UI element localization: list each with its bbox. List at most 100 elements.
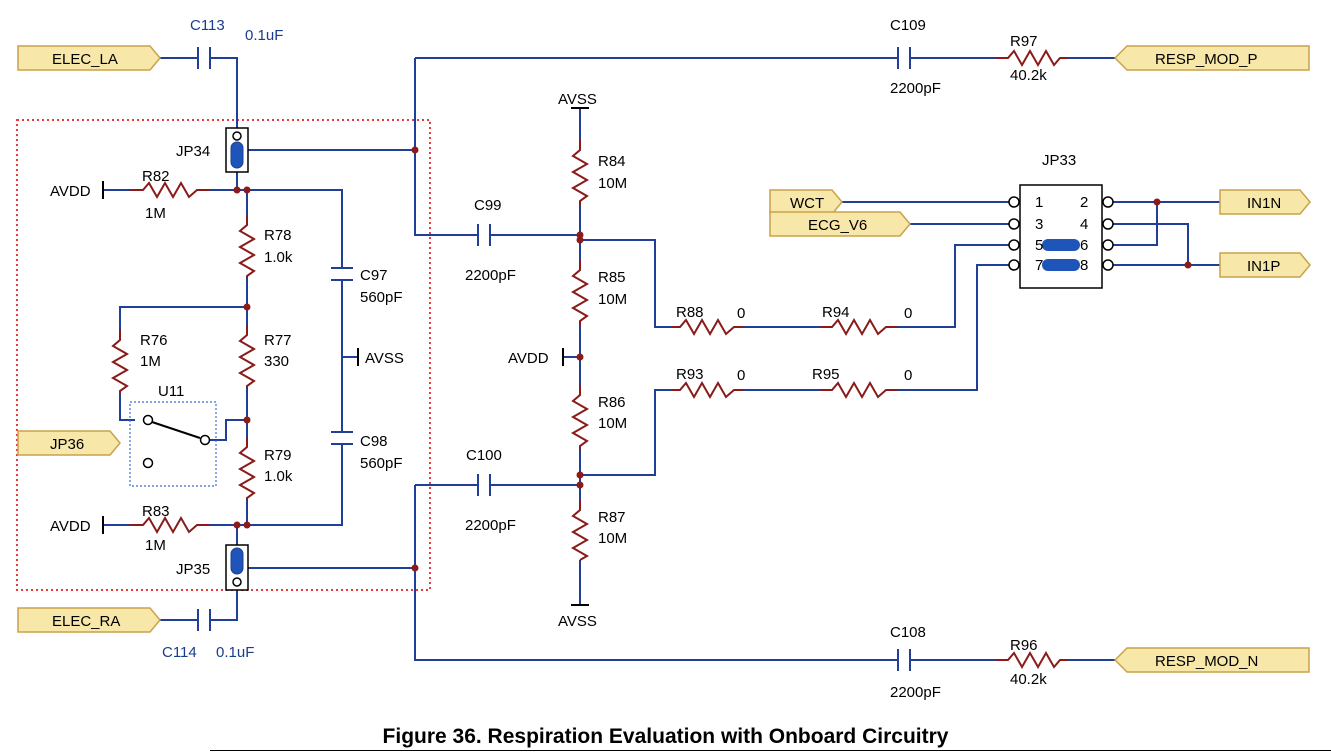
avdd-r83-label: AVDD xyxy=(50,518,91,535)
r78-ref: R78 xyxy=(264,227,292,244)
c114-symbol xyxy=(197,609,211,631)
port-ecg-v6-shape xyxy=(769,211,911,237)
c98-value: 560pF xyxy=(360,455,403,472)
r77-zigzag xyxy=(237,325,257,388)
r93-ref: R93 xyxy=(676,366,704,383)
jp33-ref: JP33 xyxy=(1042,152,1076,169)
r85-zigzag xyxy=(570,260,590,325)
r97-zigzag xyxy=(995,48,1068,68)
c97-symbol xyxy=(331,267,353,281)
r77-value: 330 xyxy=(264,353,289,370)
c98-ref: C98 xyxy=(360,433,388,450)
r95-value: 0 xyxy=(904,367,912,384)
c97-ref: C97 xyxy=(360,267,388,284)
c99-symbol xyxy=(477,224,491,246)
c113-value: 0.1uF xyxy=(245,27,283,44)
c99-ref: C99 xyxy=(474,197,502,214)
r79-zigzag xyxy=(237,437,257,500)
r94-value: 0 xyxy=(904,305,912,322)
r76-ref: R76 xyxy=(140,332,168,349)
port-jp36-label: JP36 xyxy=(50,436,84,453)
port-elec-la-label: ELEC_LA xyxy=(52,51,118,68)
resistors xyxy=(110,48,1068,670)
jp33-pin-6: 6 xyxy=(1080,237,1088,254)
avss-c97-label: AVSS xyxy=(365,350,404,367)
r94-ref: R94 xyxy=(822,304,850,321)
jp33-pin-5: 5 xyxy=(1035,237,1043,254)
jp33-pin-1: 1 xyxy=(1035,194,1043,211)
c108-value: 2200pF xyxy=(890,684,941,701)
c100-symbol xyxy=(477,474,491,496)
port-in1n-shape xyxy=(1219,189,1311,215)
c113-symbol xyxy=(197,47,211,69)
r93-value: 0 xyxy=(737,367,745,384)
jp35-jumper[interactable] xyxy=(225,544,249,591)
caption-rule xyxy=(210,750,1331,751)
c100-ref: C100 xyxy=(466,447,502,464)
c98-symbol xyxy=(331,431,353,445)
onboard-circuit-boundary xyxy=(16,119,431,591)
r86-value: 10M xyxy=(598,415,627,432)
port-jp36-shape xyxy=(17,430,121,456)
r87-value: 10M xyxy=(598,530,627,547)
jp33-shunt-7-8 xyxy=(1042,259,1080,271)
r88-value: 0 xyxy=(737,305,745,322)
r76-value: 1M xyxy=(140,353,161,370)
jp33-pin-8: 8 xyxy=(1080,257,1088,274)
port-in1n-label: IN1N xyxy=(1247,195,1281,212)
r84-zigzag xyxy=(570,140,590,205)
jp33-pin-2: 2 xyxy=(1080,194,1088,211)
r79-ref: R79 xyxy=(264,447,292,464)
avdd-r82-label: AVDD xyxy=(50,183,91,200)
figure-caption: Figure 36. Respiration Evaluation with O… xyxy=(382,725,949,748)
r96-zigzag xyxy=(995,650,1068,670)
port-elec-la-shape xyxy=(17,45,161,71)
port-ecg-v6-label: ECG_V6 xyxy=(808,217,867,234)
avdd-mid-label: AVDD xyxy=(508,350,549,367)
c114-value: 0.1uF xyxy=(216,644,254,661)
r95-zigzag xyxy=(820,380,898,400)
c109-value: 2200pF xyxy=(890,80,941,97)
jp33-header[interactable] xyxy=(1008,184,1114,289)
u11-ref: U11 xyxy=(158,383,184,400)
port-resp-mod-n-shape xyxy=(1113,647,1310,673)
wires xyxy=(103,57,1220,661)
avss-bottom-label: AVSS xyxy=(558,613,597,630)
rail-bars xyxy=(102,107,589,606)
c113-ref: C113 xyxy=(190,17,225,34)
r83-zigzag xyxy=(130,515,210,535)
port-elec-ra-label: ELEC_RA xyxy=(52,613,120,630)
r82-zigzag xyxy=(130,180,210,200)
r85-value: 10M xyxy=(598,291,627,308)
port-resp-mod-n-label: RESP_MOD_N xyxy=(1155,653,1258,670)
jp34-ref: JP34 xyxy=(176,143,210,160)
jp35-ref: JP35 xyxy=(176,561,210,578)
r97-ref: R97 xyxy=(1010,33,1038,50)
r93-zigzag xyxy=(672,380,743,400)
port-in1p-label: IN1P xyxy=(1247,258,1280,275)
component-labels: C113 0.1uF C114 0.1uF JP34 JP35 AVDD R82… xyxy=(50,17,1088,701)
port-wct-shape xyxy=(769,189,843,215)
c114-ref: C114 xyxy=(162,644,197,661)
jp33-pin-4: 4 xyxy=(1080,216,1088,233)
c109-ref: C109 xyxy=(890,17,926,34)
r79-value: 1.0k xyxy=(264,468,293,485)
r87-ref: R87 xyxy=(598,509,626,526)
r97-value: 40.2k xyxy=(1010,67,1047,84)
r83-ref: R83 xyxy=(142,503,170,520)
r76-zigzag xyxy=(110,330,130,393)
r96-value: 40.2k xyxy=(1010,671,1047,688)
jp33-pin-3: 3 xyxy=(1035,216,1043,233)
r95-ref: R95 xyxy=(812,366,840,383)
r78-zigzag xyxy=(237,215,257,278)
jp34-jumper[interactable] xyxy=(225,127,249,173)
r82-ref: R82 xyxy=(142,168,170,185)
r96-ref: R96 xyxy=(1010,637,1038,654)
port-resp-mod-p-label: RESP_MOD_P xyxy=(1155,51,1258,68)
junctions xyxy=(233,146,1192,572)
r83-value: 1M xyxy=(145,537,166,554)
r85-ref: R85 xyxy=(598,269,626,286)
port-in1p-shape xyxy=(1219,252,1311,278)
c108-ref: C108 xyxy=(890,624,926,641)
